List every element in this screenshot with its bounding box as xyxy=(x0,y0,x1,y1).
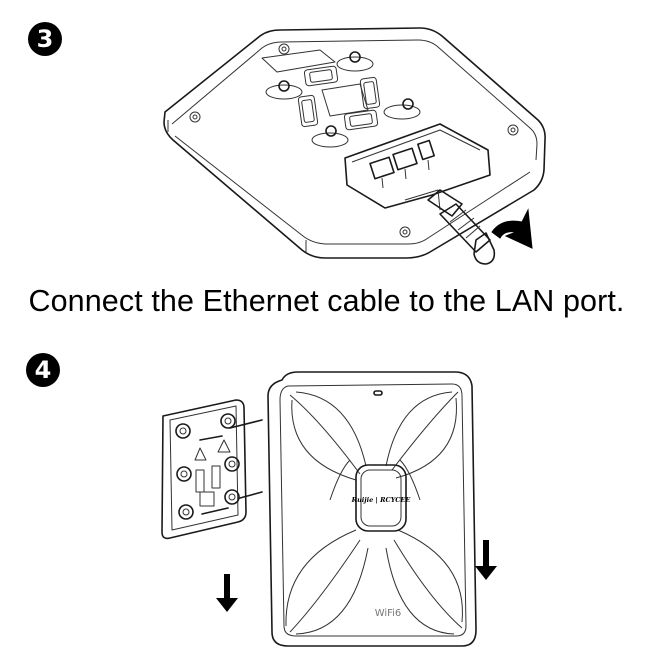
down-arrow-icon xyxy=(216,540,497,612)
step-3-badge: 3 xyxy=(28,22,62,56)
lan-port-icon xyxy=(369,139,435,189)
alignment-line-icon xyxy=(199,419,263,515)
mounting-bracket-icon xyxy=(161,399,247,540)
mounting-clip-icon xyxy=(297,65,381,131)
instruction-caption: Connect the Ethernet cable to the LAN po… xyxy=(28,284,625,318)
step-4-badge: 4 xyxy=(26,353,60,387)
access-point-illustration: Ruijie | RCYCEE WiFi6 xyxy=(267,371,477,647)
router-base-illustration xyxy=(163,27,546,265)
rubber-foot-icon xyxy=(265,51,421,148)
curved-arrow-icon xyxy=(491,208,533,249)
ethernet-cable-icon xyxy=(427,189,496,265)
screw-icon xyxy=(189,43,519,238)
wifi6-badge: WiFi6 xyxy=(375,608,402,619)
device-logo: Ruijie | RCYCEE xyxy=(351,496,412,504)
